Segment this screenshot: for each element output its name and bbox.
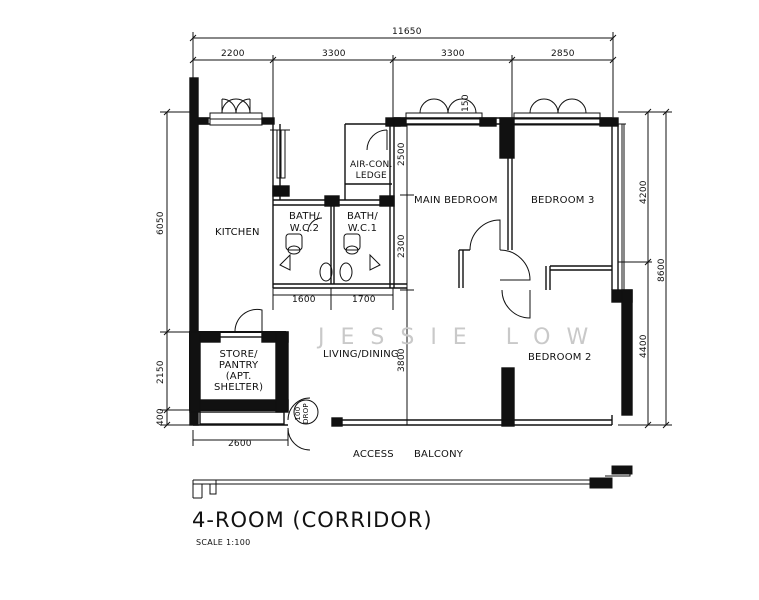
room-living-dining: LIVING/DINING <box>323 349 399 360</box>
dim-right-3: 8600 <box>657 258 667 282</box>
room-aircon-ledge: AIR-CON. LEDGE <box>350 160 393 181</box>
dim-bath-1600: 1600 <box>292 295 316 305</box>
dim-2300: 2300 <box>397 234 407 258</box>
watermark: JESSIE LOW <box>318 325 605 350</box>
dim-bath-1700: 1700 <box>352 295 376 305</box>
top-dimension-lines <box>189 32 617 118</box>
dim-left-2: 2150 <box>156 360 166 384</box>
room-store-pantry: STORE/ PANTRY (APT. SHELTER) <box>214 349 264 393</box>
dim-top-3: 3300 <box>441 49 465 59</box>
dim-2500: 2500 <box>397 142 407 166</box>
room-bath-2: BATH/ W.C.2 <box>289 211 320 234</box>
access-corridor <box>192 465 633 499</box>
room-kitchen: KITCHEN <box>215 227 260 238</box>
room-bedroom-2: BEDROOM 2 <box>528 352 592 363</box>
dim-left-3: 400 <box>156 408 166 426</box>
access-label: ACCESS <box>353 449 394 460</box>
refuse-drop-label: 100 DROP <box>294 403 310 424</box>
dim-top-4: 2850 <box>551 49 575 59</box>
dim-right-1: 4200 <box>639 180 649 204</box>
dim-top-1: 2200 <box>221 49 245 59</box>
windows <box>209 98 626 291</box>
dim-150: 150 <box>461 94 471 112</box>
left-dimension-lines <box>160 108 198 429</box>
dim-kitchen-bottom: 2600 <box>228 439 252 449</box>
plan-scale: SCALE 1:100 <box>196 538 251 547</box>
dim-left-1: 6050 <box>156 211 166 235</box>
dim-right-2: 4400 <box>639 334 649 358</box>
dim-overall-width: 11650 <box>392 27 422 37</box>
walls <box>189 77 633 427</box>
plan-title: 4-ROOM (CORRIDOR) <box>192 508 433 532</box>
room-bath-1: BATH/ W.C.1 <box>347 211 378 234</box>
room-main-bedroom: MAIN BEDROOM <box>414 195 498 206</box>
bath-fixtures <box>285 233 361 282</box>
room-bedroom-3: BEDROOM 3 <box>531 195 595 206</box>
dim-top-2: 3300 <box>322 49 346 59</box>
doors <box>234 129 531 451</box>
inner-dimension-lines <box>192 125 414 446</box>
balcony-label: BALCONY <box>414 449 464 460</box>
